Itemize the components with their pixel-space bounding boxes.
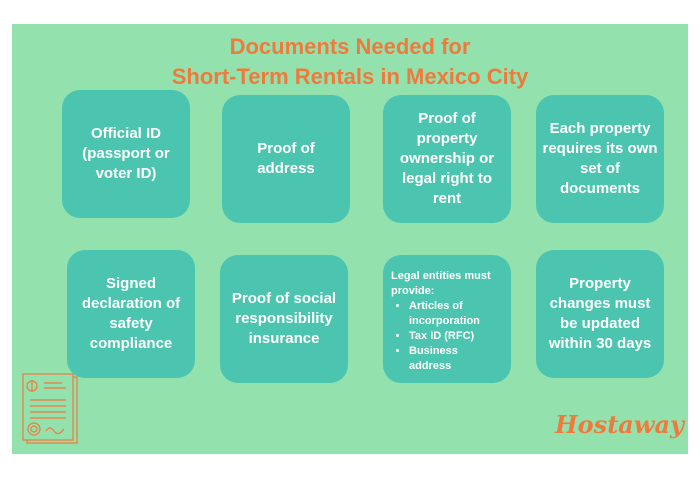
card-each-property: Each property requires its own set of do… — [536, 95, 664, 223]
list-item: Tax ID (RFC) — [409, 329, 503, 344]
title-line-1: Documents Needed for — [229, 34, 471, 59]
card-safety-declaration: Signed declaration of safety compliance — [67, 250, 195, 378]
card-insurance: Proof of social responsibility insurance — [220, 255, 348, 383]
hostaway-logo: Hostaway — [555, 410, 684, 439]
legal-entities-intro: Legal entities must provide: — [391, 270, 491, 297]
card-property-changes: Property changes must be updated within … — [536, 250, 664, 378]
list-item: Business address — [409, 344, 503, 374]
title-line-2: Short-Term Rentals in Mexico City — [171, 64, 529, 89]
card-proof-of-address: Proof of address — [222, 95, 350, 223]
card-proof-of-ownership: Proof of property ownership or legal rig… — [383, 95, 511, 223]
document-certificate-icon — [22, 373, 78, 444]
list-item: Articles of incorporation — [409, 299, 503, 329]
card-legal-entities: Legal entities must provide: Articles of… — [383, 255, 511, 383]
card-official-id: Official ID (passport or voter ID) — [62, 90, 190, 218]
